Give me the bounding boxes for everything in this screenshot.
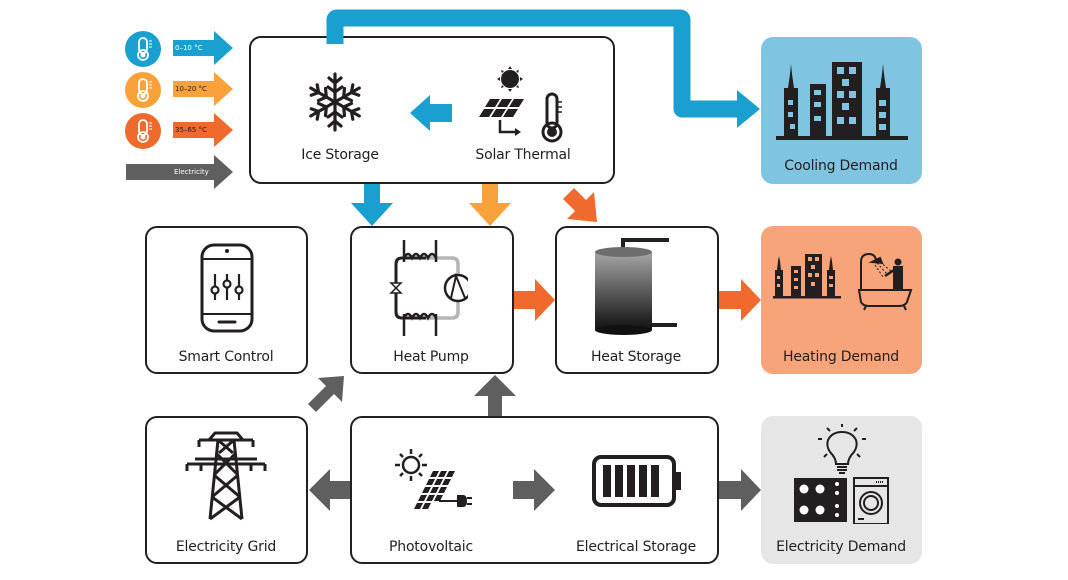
arrow-pv-to-heatpump — [474, 375, 516, 416]
arrow-heatpump-to-heatstorage — [514, 279, 555, 321]
sliders-icon — [210, 274, 244, 300]
cooling-demand-label: Cooling Demand — [784, 158, 898, 174]
legend-graphics — [125, 31, 233, 189]
transmission-tower-icon — [185, 431, 267, 521]
node-heating-demand — [761, 226, 922, 374]
bathtub-shower-icon — [857, 252, 913, 311]
electricity-grid-label: Electricity Grid — [175, 539, 277, 555]
electricity-demand-label: Electricity Demand — [776, 539, 906, 555]
photovoltaic-label: Photovoltaic — [389, 539, 473, 555]
arrow-battery-to-demand — [719, 469, 761, 511]
legend-arrow-hot — [173, 113, 233, 147]
legend-label-cold: 0–10 °C — [175, 44, 203, 52]
legend-arrow-cool — [173, 72, 233, 106]
heating-demand-label: Heating Demand — [783, 349, 899, 365]
solar-thermal-icon — [479, 66, 563, 143]
sun-icon — [497, 66, 523, 92]
arrow-ice-to-heatpump — [351, 184, 393, 226]
expansion-valve-icon — [389, 282, 403, 294]
battery-icon — [592, 455, 681, 507]
evaporator-coil-icon — [402, 312, 438, 336]
arrow-pv-to-battery — [513, 469, 555, 511]
appliances-icon — [794, 424, 889, 524]
thermometer-icon — [125, 72, 161, 108]
smartphone-sliders-icon — [200, 243, 254, 333]
arrow-grid-to-heatpump — [308, 376, 344, 412]
solar-thermal-label: Solar Thermal — [475, 147, 571, 163]
pv-panel-icon — [395, 449, 472, 509]
thermometer-icon — [125, 31, 161, 67]
solar-collector-icon — [479, 99, 524, 117]
heat-storage-label: Heat Storage — [590, 349, 682, 365]
thermometer-icon — [125, 113, 161, 149]
city-and-shower-icon — [773, 252, 913, 311]
plug-icon — [439, 495, 472, 507]
lightbulb-icon — [818, 424, 866, 474]
sun-icon — [395, 449, 427, 481]
arrow-pv-to-grid — [309, 469, 350, 511]
heat-pump-cycle-icon — [389, 240, 468, 336]
washing-machine-icon — [853, 477, 889, 524]
ice-storage-label: Ice Storage — [301, 147, 379, 163]
legend-arrow-electricity — [126, 155, 233, 189]
smart-control-label: Smart Control — [178, 349, 274, 365]
electrical-storage-label: Electrical Storage — [576, 539, 696, 555]
compressor-icon — [443, 272, 468, 303]
legend-label-hot: 35–65 °C — [175, 126, 207, 134]
arrowhead-cooling — [737, 90, 760, 128]
person-icon — [884, 258, 903, 290]
heat-pump-label: Heat Pump — [393, 349, 469, 365]
arrow-solar-to-ice — [410, 95, 452, 131]
arrow-solar-to-heatpump — [469, 184, 511, 226]
city-buildings-icon — [776, 62, 908, 140]
snowflake-icon — [305, 72, 365, 132]
node-heat-pump — [350, 226, 514, 374]
legend-label-cool: 10–20 °C — [175, 85, 207, 93]
legend-arrow-cold — [173, 31, 233, 65]
condenser-coil-icon — [402, 240, 438, 262]
legend-label-electricity: Electricity — [174, 168, 209, 176]
cooktop-icon — [794, 478, 847, 522]
solar-cells — [414, 471, 455, 509]
storage-tank-icon — [595, 238, 677, 335]
arrow-heatstorage-to-heatingdemand — [719, 279, 761, 321]
arrow-solar-to-heatstorage — [563, 188, 597, 222]
pipe-ice-to-cooling — [326, 9, 740, 118]
city-buildings-icon — [773, 254, 841, 299]
